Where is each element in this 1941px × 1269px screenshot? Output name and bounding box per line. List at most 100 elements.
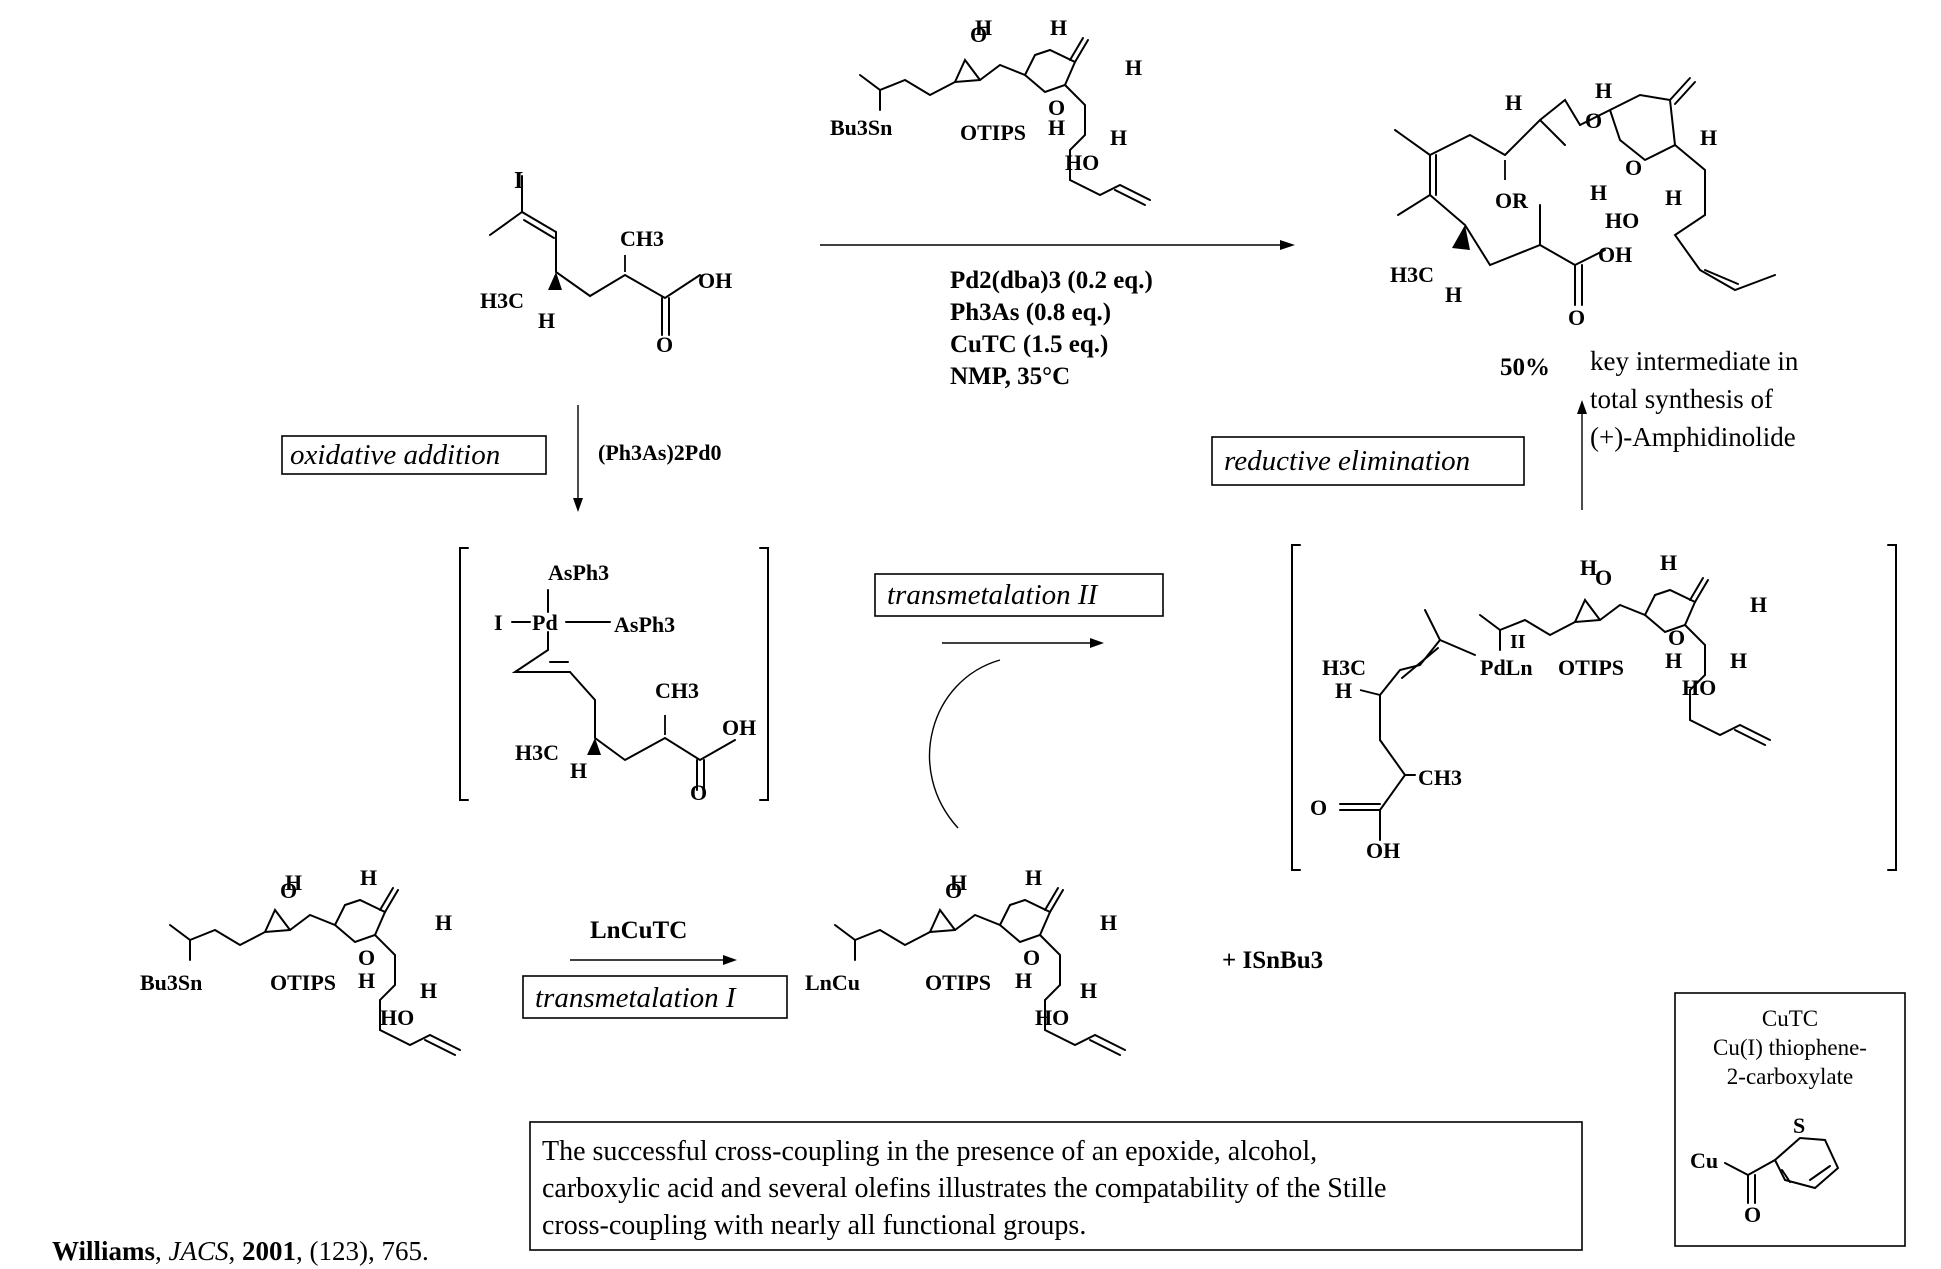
product-thf-o: O xyxy=(1625,155,1642,180)
methyl-label: CH3 xyxy=(620,226,664,251)
sm-ho: HO xyxy=(380,1005,414,1030)
dpd-h-a: H xyxy=(1580,555,1597,580)
condition-copper: CuTC (1.5 eq.) xyxy=(950,331,1108,358)
summary-box-frame xyxy=(529,1121,1583,1251)
citation-sep-1: , xyxy=(155,1236,169,1266)
product-h-c: H xyxy=(1700,125,1717,150)
reaction-conditions: Pd2(dba)3 (0.2 eq.) Ph3As (0.8 eq.) CuTC… xyxy=(950,267,1153,390)
citation-author: Williams xyxy=(52,1236,155,1266)
dpd-ch3: CH3 xyxy=(1418,765,1462,790)
sm-thf-o: O xyxy=(358,945,375,970)
transmetalation-1-arrow-head xyxy=(723,955,737,965)
cu-h-b: H xyxy=(1025,865,1042,890)
cutc-title: CuTC xyxy=(1762,1006,1818,1031)
oxidative-addition-label: oxidative addition xyxy=(290,439,500,471)
citation-sep-2: , xyxy=(229,1236,243,1266)
cu-h-e: H xyxy=(1080,978,1097,1003)
dpd-pdln: PdLn xyxy=(1480,655,1533,680)
diorganopalladium-labels: H3C H PdLn II OTIPS O O H H H H H HO CH3… xyxy=(1310,550,1767,863)
condition-solvent: NMP, 35°C xyxy=(950,363,1070,390)
product-structure: H H O O H H H HO OR OH O H3C H xyxy=(1390,77,1776,330)
dpd-h-d: H xyxy=(1665,648,1682,673)
int-o: O xyxy=(690,780,707,805)
dpd-ho: HO xyxy=(1682,675,1716,700)
transmetalation-2-curve xyxy=(928,659,1001,829)
summary-line-3: cross-coupling with nearly all functiona… xyxy=(542,1210,1086,1241)
oxidative-addition-arrow-head xyxy=(573,498,583,512)
cu-otips: OTIPS xyxy=(925,970,991,995)
cutc-desc-1: Cu(I) thiophene- xyxy=(1713,1035,1867,1060)
aspph3-right: AsPh3 xyxy=(614,612,675,637)
product-h3c: H3C xyxy=(1390,262,1434,287)
cu-epoxide-o: O xyxy=(945,878,962,903)
transmetalation-2-arrow-head xyxy=(1090,638,1104,648)
cutc-carbonyl-o: O xyxy=(1744,1202,1761,1227)
iodide-ligand: I xyxy=(494,610,503,635)
iodine-label: I xyxy=(514,168,523,194)
transmetalation-1-box xyxy=(522,975,788,1019)
h3c-label: H3C xyxy=(480,288,524,313)
summary-box: The successful cross-coupling in the pre… xyxy=(529,1121,1583,1251)
cutc-definition-box: CuTC Cu(I) thiophene- 2-carboxylate Cu O… xyxy=(1674,992,1906,1247)
reductive-elimination-arrow-head xyxy=(1577,400,1587,414)
product-yield: 50% xyxy=(1500,354,1550,381)
dpd-h-b: H xyxy=(1660,550,1677,575)
int-h3c: H3C xyxy=(515,740,559,765)
transmetalation-2-label: transmetalation II xyxy=(887,579,1099,611)
summary-line-2: carboxylic acid and several olefins illu… xyxy=(542,1173,1386,1204)
transmetalation-2-box xyxy=(874,573,1164,617)
dpd-h-c: H xyxy=(1750,592,1767,617)
dpd-h-e: H xyxy=(1730,648,1747,673)
h-b-label: H xyxy=(1050,15,1067,40)
dpd-oh: OH xyxy=(1366,838,1400,863)
palladium-label: Pd xyxy=(532,610,558,635)
citation-year: 2001 xyxy=(242,1236,296,1266)
product-note: key intermediate in total synthesis of (… xyxy=(1590,346,1799,452)
cutc-box-frame xyxy=(1674,992,1906,1247)
cutc-desc-2: 2-carboxylate xyxy=(1727,1064,1853,1089)
main-arrow-head xyxy=(1280,240,1295,250)
isnbu3-byproduct: + ISnBu3 xyxy=(1222,947,1323,974)
product-or: OR xyxy=(1495,188,1529,213)
dpd-h3c: H3C xyxy=(1322,655,1366,680)
int-oh: OH xyxy=(722,715,756,740)
product-ho: HO xyxy=(1605,208,1639,233)
epoxide-o-label: O xyxy=(970,22,987,47)
int-h: H xyxy=(570,758,587,783)
dpd-carbonyl-o: O xyxy=(1310,795,1327,820)
ho-label: HO xyxy=(1065,150,1099,175)
stannane-starting-material: Bu3Sn OTIPS O O H H H H H HO xyxy=(140,865,461,1056)
citation-journal: JACS xyxy=(169,1236,229,1266)
reductive-elimination-box xyxy=(1211,436,1525,486)
h-label: H xyxy=(538,308,555,333)
condition-catalyst: Pd2(dba)3 (0.2 eq.) xyxy=(950,267,1153,294)
sm-h-d: H xyxy=(358,968,375,993)
cutc-sulfur: S xyxy=(1793,1113,1805,1138)
product-h-e: H xyxy=(1665,185,1682,210)
h-d-label: H xyxy=(1048,115,1065,140)
aspph3-top: AsPh3 xyxy=(548,560,609,585)
hydroxyl-label: OH xyxy=(698,268,732,293)
thf-o-label: O xyxy=(1048,95,1065,120)
cu-thf-o: O xyxy=(1023,945,1040,970)
h-a-label: H xyxy=(975,15,992,40)
product-note-line-1: key intermediate in xyxy=(1590,346,1799,376)
dpd-epoxide-o: O xyxy=(1595,565,1612,590)
diorganopalladium-intermediate xyxy=(1291,544,1897,871)
product-h-a: H xyxy=(1505,90,1522,115)
cu-ho: HO xyxy=(1035,1005,1069,1030)
sm-h-e: H xyxy=(420,978,437,1003)
oxidative-addition-intermediate: AsPh3 I Pd AsPh3 CH3 OH O H3C H xyxy=(459,547,769,805)
product-note-line-3: (+)-Amphidinolide xyxy=(1590,422,1796,452)
condition-ligand: Ph3As (0.8 eq.) xyxy=(950,299,1111,326)
cu-h-d: H xyxy=(1015,968,1032,993)
sm-h-b: H xyxy=(360,865,377,890)
product-carbonyl-o: O xyxy=(1568,305,1585,330)
sm-bu3sn: Bu3Sn xyxy=(140,970,202,995)
product-h-b: H xyxy=(1595,78,1612,103)
sm-otips: OTIPS xyxy=(270,970,336,995)
bu3sn-label: Bu3Sn xyxy=(830,115,892,140)
product-note-line-2: total synthesis of xyxy=(1590,384,1773,414)
dpd-oxidation-state: II xyxy=(1510,631,1526,653)
sm-h-c: H xyxy=(435,910,452,935)
